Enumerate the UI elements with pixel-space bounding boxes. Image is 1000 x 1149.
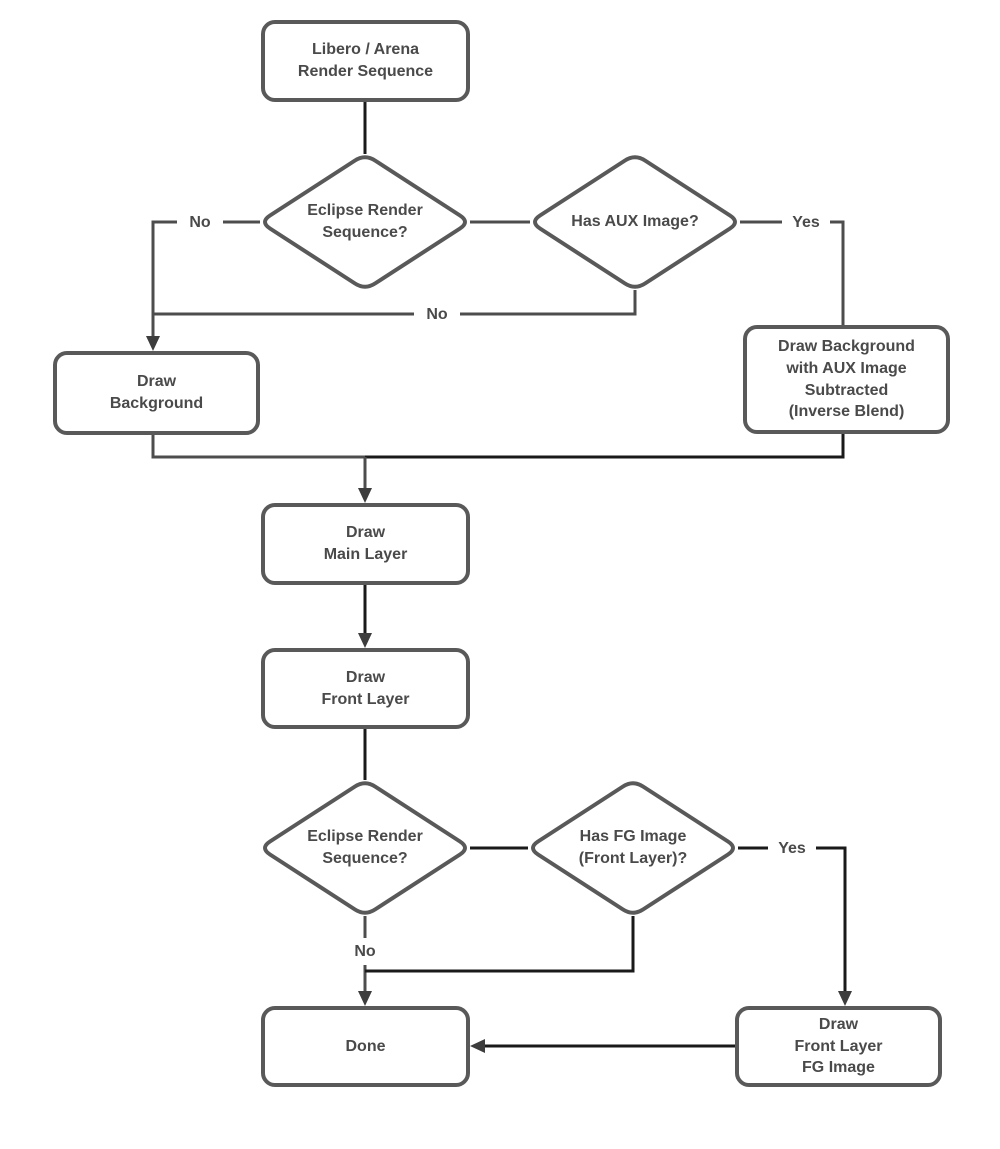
node-hasfg-shape	[531, 781, 735, 915]
edge-label-hasaux-yes: Yes	[782, 209, 830, 236]
edge-eclipse1-no-branch	[151, 220, 260, 336]
node-drawbackground-shape	[53, 351, 260, 435]
arrowhead-into-done	[358, 991, 372, 1006]
edge-label-eclipse1-no: No	[177, 209, 223, 236]
edge-label-eclipse2-no: No	[342, 938, 388, 965]
edge-hasaux-yes-branch	[740, 220, 845, 327]
edge-drawbackground-to-merge	[151, 433, 365, 459]
arrowhead-into-fgimage	[838, 991, 852, 1006]
edge-hasfg-no-branch	[365, 916, 635, 973]
node-eclipse1-shape	[263, 155, 467, 289]
node-hasaux-shape	[533, 155, 737, 289]
node-mainlayer-shape	[261, 503, 470, 585]
node-start-shape	[261, 20, 470, 102]
node-fgimage-shape	[735, 1006, 942, 1087]
node-frontlayer-shape	[261, 648, 470, 729]
arrowhead-into-drawbackground	[146, 336, 160, 351]
edge-label-hasfg-yes: Yes	[768, 835, 816, 862]
edge-label-hasaux-no: No	[414, 301, 460, 328]
arrowhead-fgimage-to-done	[470, 1039, 485, 1053]
arrowhead-into-frontlayer	[358, 633, 372, 648]
node-drawbackgroundaux-shape	[743, 325, 950, 434]
arrowhead-into-mainlayer	[358, 488, 372, 503]
node-eclipse2-shape	[263, 781, 467, 915]
edge-hasfg-yes-branch	[738, 846, 847, 992]
edge-hasaux-no-branch	[153, 290, 637, 316]
edge-drawbackgroundaux-to-merge	[365, 432, 845, 459]
node-done-shape	[261, 1006, 470, 1087]
